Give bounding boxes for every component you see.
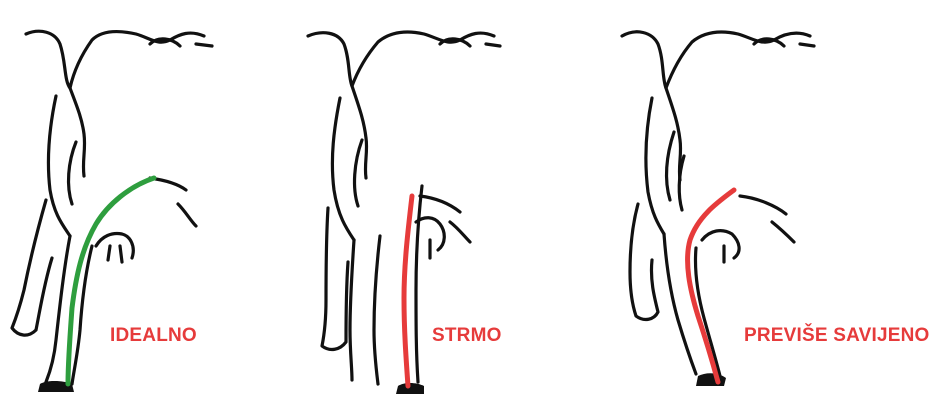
tail-outline xyxy=(352,86,367,178)
thigh-outline xyxy=(332,98,354,240)
thigh-outline xyxy=(48,96,70,236)
udder-outline xyxy=(416,218,444,258)
hock-front-outline xyxy=(416,186,422,382)
back-outline xyxy=(622,32,810,88)
far-leg-outline xyxy=(630,204,658,319)
hind-leg-outline xyxy=(350,240,354,380)
thigh-inner-line xyxy=(69,142,76,204)
hoof-shape xyxy=(696,373,726,386)
back-outline xyxy=(26,31,204,88)
hind-leg-front-outline xyxy=(374,236,380,384)
label-ideal: IDEALNO xyxy=(110,325,197,347)
ideal-angle-line xyxy=(68,178,154,384)
hind-leg-outline xyxy=(664,234,696,374)
far-leg-outline xyxy=(12,200,52,335)
panel-sickle: PREVIŠE SAVIJENO xyxy=(600,0,950,395)
thigh-inner-line xyxy=(355,140,362,206)
udder-outline xyxy=(702,231,739,262)
label-steep: STRMO xyxy=(432,325,502,347)
belly-outline xyxy=(150,178,196,226)
sickle-angle-line xyxy=(688,190,734,382)
panel-steep: STRMO xyxy=(300,0,600,395)
label-sickle: PREVIŠE SAVIJENO xyxy=(744,325,930,347)
hind-leg-front-outline xyxy=(72,246,92,384)
far-leg-outline xyxy=(322,208,348,349)
udder-outline xyxy=(96,234,133,263)
tail-outline xyxy=(70,88,85,176)
thigh-outline xyxy=(646,98,664,234)
belly-outline xyxy=(740,196,794,242)
back-outline xyxy=(308,32,494,86)
panel-ideal: IDEALNO xyxy=(0,0,300,395)
steep-angle-line xyxy=(404,196,412,386)
